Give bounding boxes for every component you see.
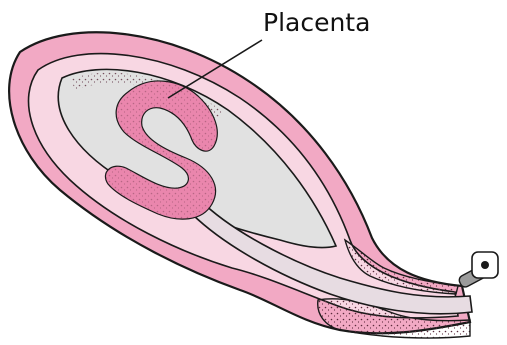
cord-clamp <box>458 252 499 289</box>
placenta-label: Placenta <box>263 8 370 37</box>
